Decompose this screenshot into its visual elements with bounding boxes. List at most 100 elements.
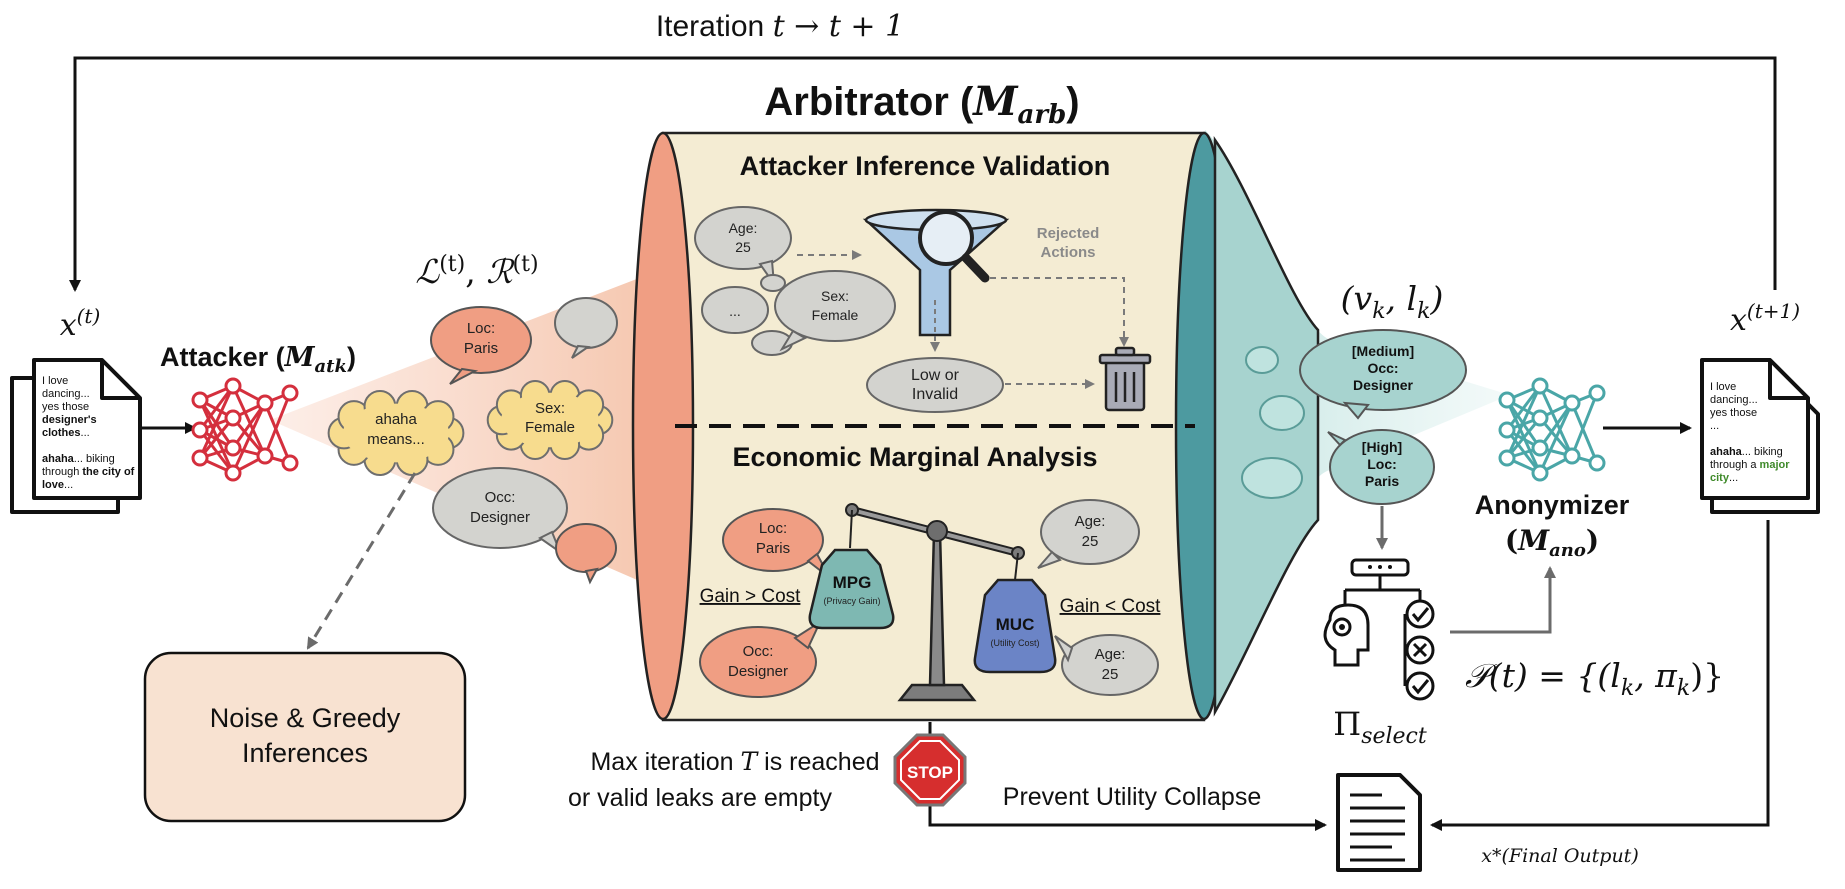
svg-text:Low or: Low or <box>911 367 960 384</box>
doc-line: through the city of <box>42 466 135 478</box>
dashed-arrow <box>990 277 1129 347</box>
output-to-final-arrow <box>1430 520 1770 831</box>
svg-text:[High]: [High] <box>1362 439 1402 455</box>
validation-bubble-dots: ... <box>701 286 769 334</box>
net-edge <box>198 385 235 431</box>
net-edge <box>1538 385 1574 457</box>
svg-text:Designer: Designer <box>728 663 788 680</box>
net-node <box>224 439 242 457</box>
low-invalid-ellipse: Low or Invalid <box>866 357 1004 413</box>
svg-text:Loc:: Loc: <box>759 520 787 537</box>
doc-line: I love <box>42 375 68 387</box>
net-edge <box>1570 392 1599 457</box>
net-edge <box>263 402 292 464</box>
doc-line: yes those <box>42 401 89 413</box>
svg-text:Sex:: Sex: <box>821 288 849 304</box>
net-edge <box>1538 402 1574 474</box>
svg-text:Age:: Age: <box>1075 513 1106 530</box>
svg-text:Age:: Age: <box>1095 646 1126 663</box>
muc-sublabel: (Utility Cost) <box>991 638 1040 648</box>
validation-bubble-sex: Sex: Female <box>774 270 896 352</box>
mpg-sublabel: (Privacy Gain) <box>823 596 880 606</box>
svg-text:Occ:: Occ: <box>485 489 516 506</box>
cloud-text: Female <box>525 419 575 436</box>
trash-icon <box>1098 346 1152 412</box>
net-node <box>1588 454 1606 472</box>
doc-line: ... <box>1710 420 1719 432</box>
input-document-icon <box>10 358 142 514</box>
cloud-text: Sex: <box>535 400 565 417</box>
doc-line: yes those <box>1710 407 1757 419</box>
leak-bubble-occ: Occ: Designer <box>432 467 568 555</box>
econ-bubble-age1: Age: 25 <box>1037 499 1140 569</box>
stop-condition-line2: or valid leaks are empty <box>568 784 833 812</box>
svg-text:Occ:: Occ: <box>1367 360 1398 376</box>
balance-scale-icon <box>808 503 1057 702</box>
anonymizer-math-label: (Mano) <box>1505 524 1599 561</box>
ranked-bubble-medium: [Medium] Occ: Designer <box>1299 329 1467 420</box>
net-edge <box>1505 385 1542 459</box>
anonymizer-network-icon <box>1498 377 1606 482</box>
econ-bubble-age2: Age: 25 <box>1054 634 1159 696</box>
noise-greedy-box: Noise & Greedy Inferences <box>143 651 467 823</box>
net-node <box>191 449 209 467</box>
net-edge <box>231 402 267 449</box>
svg-text:Female: Female <box>812 307 859 323</box>
validation-title: Attacker Inference Validation <box>740 151 1111 181</box>
bubble-text: Age: <box>729 220 758 236</box>
attacker-network-icon <box>191 377 299 482</box>
net-edge <box>1570 402 1599 464</box>
svg-text:...: ... <box>729 303 741 319</box>
filter-funnel-icon <box>862 208 1010 337</box>
net-node <box>224 409 242 427</box>
vk-lk-label: (vk, lk) <box>1341 279 1444 324</box>
net-node <box>256 394 274 412</box>
mpg-label: MPG <box>833 573 872 592</box>
doc-line: through a major <box>1710 459 1790 471</box>
leak-cloud-sex <box>486 379 614 461</box>
net-edge <box>231 402 267 474</box>
anonymizer-label: Anonymizer <box>1475 490 1630 520</box>
net-edge <box>1505 385 1542 431</box>
doc-line: I love <box>1710 381 1736 393</box>
rejected-label: Rejected <box>1037 225 1100 242</box>
net-node <box>1498 391 1516 409</box>
iteration-loop <box>69 56 1777 292</box>
cloud-text: ahaha <box>375 411 417 428</box>
svg-text:Paris: Paris <box>756 540 790 557</box>
leak-bubble-salmon-small <box>555 523 617 585</box>
svg-text:Designer: Designer <box>1353 377 1413 393</box>
doc-line: ahaha... biking <box>1710 446 1783 458</box>
teal-flare-bubbles <box>1241 346 1305 499</box>
net-edge <box>198 417 235 459</box>
bubble-text: 25 <box>735 239 751 255</box>
pi-select-label: Πselect <box>1333 705 1427 749</box>
net-edge <box>263 392 292 457</box>
cloud-text: means... <box>367 431 425 448</box>
net-node <box>224 464 242 482</box>
leak-cloud-ahaha <box>327 389 465 477</box>
net-node <box>1588 384 1606 402</box>
cloud-core <box>501 392 599 448</box>
cloud-core <box>342 403 450 463</box>
leaks-label: ℒ(t), ℛ(t) <box>415 252 538 291</box>
svg-text:Noise & Greedy: Noise & Greedy <box>210 703 401 733</box>
noise-arrow <box>306 472 417 650</box>
svg-text:STOP: STOP <box>907 763 953 782</box>
input-var-label: x(t) <box>60 304 101 343</box>
net-edge <box>198 385 235 459</box>
svg-text:Occ:: Occ: <box>743 643 774 660</box>
svg-text:Paris: Paris <box>1365 473 1399 489</box>
attacker-label: Attacker (Matk) <box>160 342 356 377</box>
doc-line: designer's <box>42 414 97 426</box>
doc-line: ahaha... biking <box>42 453 115 465</box>
net-node <box>1531 409 1549 427</box>
prevent-collapse-label: Prevent Utility Collapse <box>1003 783 1261 811</box>
economic-title: Economic Marginal Analysis <box>732 442 1097 472</box>
doc-line: dancing... <box>42 388 90 400</box>
leak-bubble-gray-small <box>554 297 618 359</box>
leak-bubble-loc: Loc: Paris <box>430 306 532 385</box>
net-node <box>191 421 209 439</box>
